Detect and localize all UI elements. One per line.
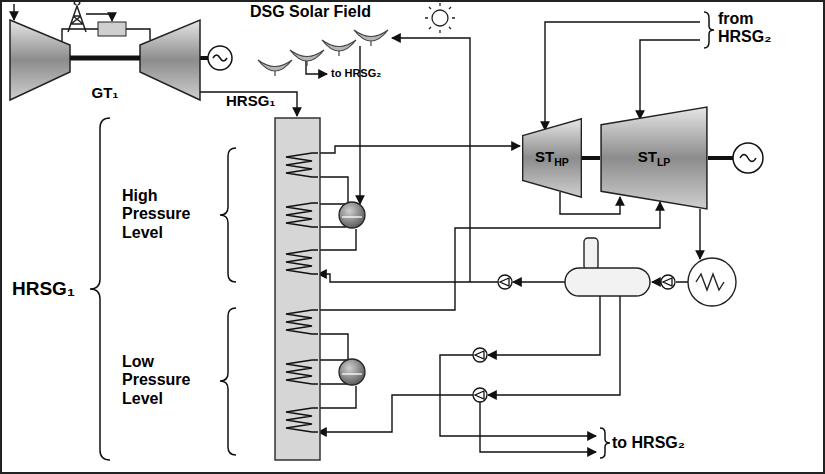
gas-derrick <box>68 2 86 32</box>
heat-exchanger-coil <box>286 360 318 384</box>
steam-drum <box>339 359 365 385</box>
pump-symbol <box>473 348 487 362</box>
shaft-connector <box>582 156 600 160</box>
deaerator <box>565 238 650 296</box>
bracket <box>600 428 610 458</box>
deaerator <box>584 238 598 270</box>
flow-note: to HRSG₂ <box>612 434 685 452</box>
hp-steam-line <box>318 146 520 153</box>
lp-exhaust-line <box>699 209 700 259</box>
pump-intake-line <box>488 296 620 395</box>
hp-steam-turbine-shape <box>523 119 582 197</box>
condenser <box>688 258 736 306</box>
generator-symbol <box>213 55 227 61</box>
pump-symbol <box>475 391 484 399</box>
pump-intake-line <box>488 296 600 355</box>
flow-note: from HRSG₂ <box>718 10 798 47</box>
parabolic-trough <box>322 40 356 56</box>
lp-economizer-line <box>318 386 356 408</box>
pump-symbol <box>473 388 487 402</box>
heat-exchanger-coil <box>286 203 318 227</box>
generator-symbol <box>733 143 763 173</box>
gas-turbine-shape <box>98 22 126 36</box>
from-hrsg2-line <box>640 40 700 119</box>
node-label: GT₁ <box>91 84 118 101</box>
bracket <box>90 118 110 460</box>
gt-shaft <box>200 56 208 60</box>
lp-steam-turbine: STLP <box>600 106 708 210</box>
pump-intake-line <box>513 281 565 282</box>
hrsg-column <box>275 118 320 460</box>
section-label: Low Pressure Level <box>122 353 208 408</box>
gas-turbine-shape <box>70 56 140 61</box>
component-label: HRSG₁ <box>12 278 75 300</box>
pump-symbol <box>473 388 487 402</box>
lp-feed-line <box>318 395 473 432</box>
exhaust-gas-line <box>200 92 297 116</box>
heat-exchanger-coil <box>286 153 318 432</box>
hp-drum-riser <box>318 177 348 203</box>
fuel-line <box>86 14 112 21</box>
node-label: STHP <box>535 148 569 168</box>
solar-feed-line <box>392 38 470 282</box>
flow-note: to HRSG₂ <box>331 67 381 80</box>
reheat-line <box>560 192 620 214</box>
gas-turbine-shape <box>10 20 70 100</box>
pump-symbol <box>475 351 484 359</box>
steam-drum <box>339 202 365 228</box>
pump-symbol <box>500 278 509 286</box>
section-label: High Pressure Level <box>122 187 208 242</box>
gas-derrick <box>68 2 86 32</box>
lp-drum-riser <box>318 334 348 360</box>
bracket <box>220 148 236 282</box>
to-hrsg2-line <box>480 402 596 452</box>
condenser <box>688 258 736 306</box>
gas-turbine-shape <box>62 29 150 41</box>
pipe <box>14 4 733 452</box>
pump-symbol <box>663 278 672 286</box>
parabolic-trough <box>354 30 388 46</box>
solar-to-hrsg2-line <box>306 61 327 74</box>
parabolic-trough <box>290 50 324 66</box>
heat-exchanger-coil <box>286 408 318 432</box>
hp-feed-line <box>318 274 498 282</box>
node-label: STLP <box>638 148 671 168</box>
steam-drum <box>342 216 362 217</box>
generator-symbol <box>208 46 232 70</box>
gas-turbine: GT₁ <box>6 2 204 104</box>
st-shaft <box>708 156 733 160</box>
pump-symbol <box>498 275 512 289</box>
bracket <box>90 12 714 460</box>
heat-exchanger-coil <box>286 310 318 334</box>
air-intake <box>13 4 14 20</box>
deaerator <box>565 268 650 296</box>
lp-steam-turbine-shape <box>601 107 707 209</box>
sun-symbol <box>425 3 455 33</box>
steam-drum <box>342 373 362 374</box>
steam-drum <box>339 202 365 385</box>
pump-symbol <box>498 275 512 289</box>
sun-symbol <box>425 3 455 33</box>
gas-turbine-shape <box>140 20 200 100</box>
pump-symbol <box>473 275 675 402</box>
pump-symbol <box>473 348 487 362</box>
figure-heading: DSG Solar Field <box>250 3 371 21</box>
condenser <box>696 274 724 290</box>
hp-economizer-line <box>318 229 356 250</box>
heat-exchanger-coil <box>286 153 318 177</box>
heat-exchanger-coil <box>286 250 318 274</box>
parabolic-trough <box>258 60 292 76</box>
bracket <box>704 12 714 48</box>
pump-symbol <box>661 275 675 289</box>
generator-symbol <box>740 155 756 162</box>
lp-steam-line <box>318 202 660 310</box>
bracket <box>220 308 236 455</box>
pump-symbol <box>661 275 675 289</box>
component-label: HRSG₁ <box>226 92 276 109</box>
sun-symbol <box>432 10 448 26</box>
hp-steam-turbine: STHP <box>522 118 582 198</box>
